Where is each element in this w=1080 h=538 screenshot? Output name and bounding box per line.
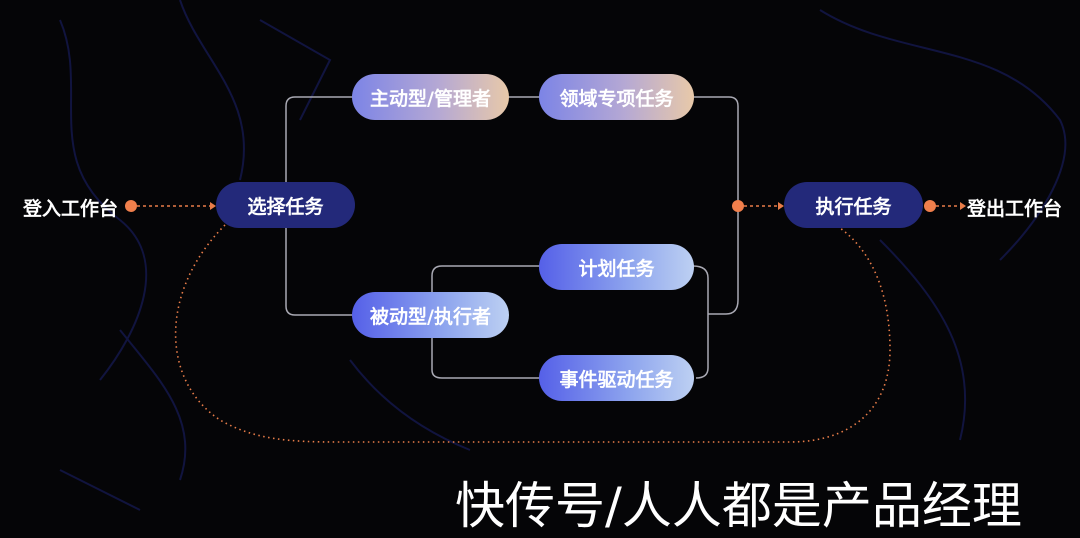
domain-task-node[interactable]: 领域专项任务 <box>539 74 694 120</box>
loop-connector <box>174 224 891 443</box>
exit-dot <box>924 200 936 212</box>
entry-dot <box>125 200 137 212</box>
active-role-node[interactable]: 主动型/管理者 <box>352 74 509 120</box>
event-task-node[interactable]: 事件驱动任务 <box>539 355 694 401</box>
select-task-node[interactable]: 选择任务 <box>216 182 355 228</box>
watermark-text: 快传号/人人都是产品经理 <box>455 477 1022 535</box>
passive-role-node[interactable]: 被动型/执行者 <box>352 292 509 338</box>
plan-task-node[interactable]: 计划任务 <box>539 244 694 290</box>
execute-task-node[interactable]: 执行任务 <box>784 182 923 228</box>
entry-label: 登入工作台 <box>23 198 119 220</box>
merge-dot <box>732 200 744 212</box>
exit-label: 登出工作台 <box>967 198 1063 220</box>
